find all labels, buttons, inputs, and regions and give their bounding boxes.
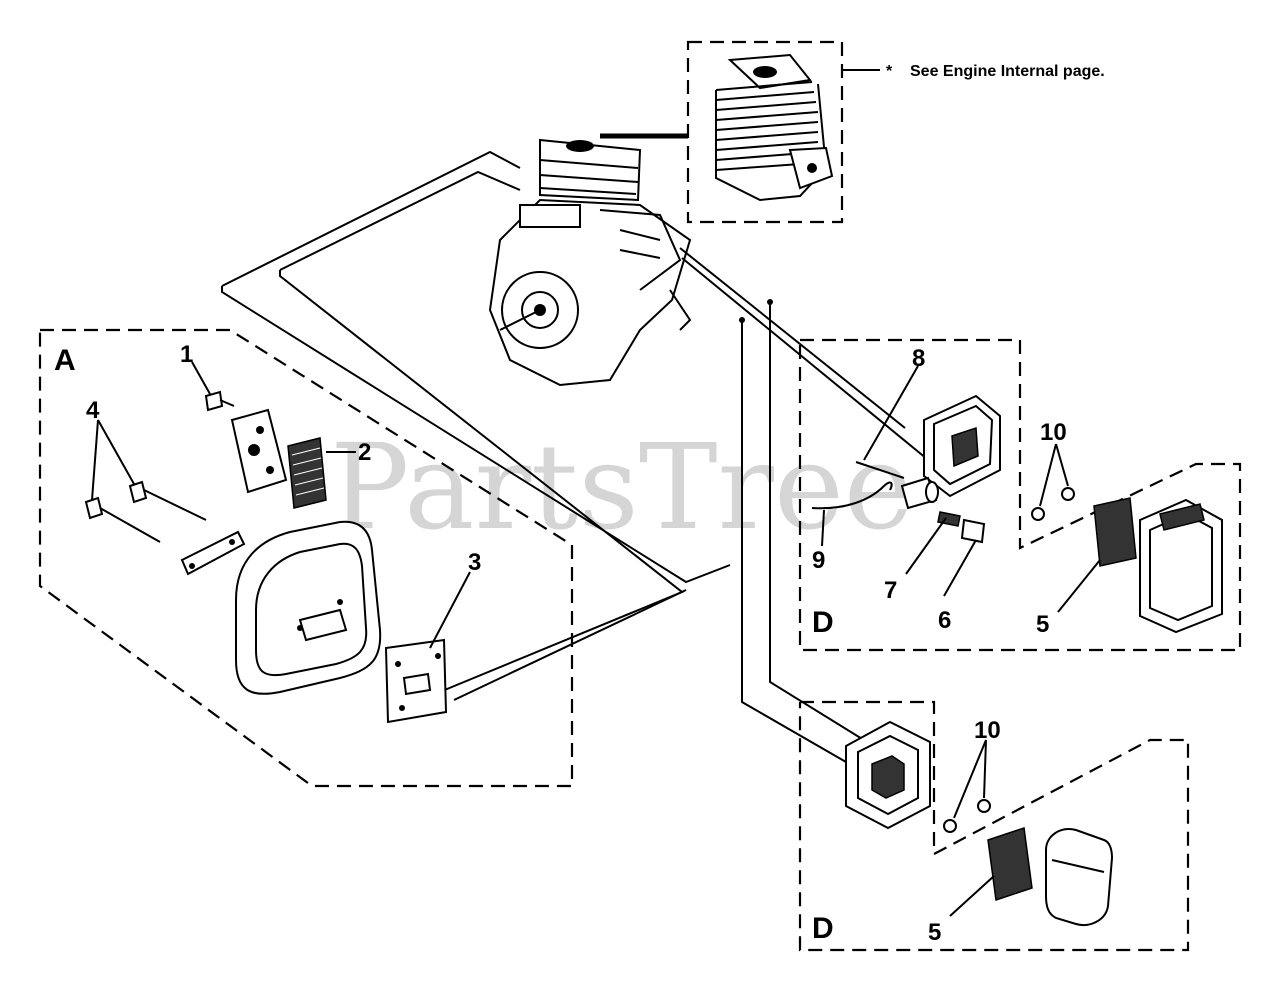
muffler-body [235, 520, 382, 695]
note-asterisk: * [886, 63, 893, 80]
engine-illustration [488, 138, 692, 387]
group-d-lower-label: D [812, 912, 834, 945]
group-a-outline [38, 328, 574, 788]
choke-lever [900, 476, 939, 510]
part-6-knob [960, 518, 986, 544]
callout-9: 9 [812, 547, 825, 574]
callout-4-leader-b [91, 419, 99, 501]
part-9-wire [811, 481, 893, 510]
air-cleaner-cover-upper [1139, 498, 1223, 634]
callout-3: 3 [468, 549, 481, 576]
part-5-filter-upper [1093, 497, 1137, 567]
part-1-screw [204, 390, 235, 412]
watermark-text: PartsTree [330, 418, 914, 556]
part-5-filter-lower [987, 827, 1033, 901]
air-cleaner-base-lower [845, 720, 931, 830]
callout-7-leader [905, 517, 947, 575]
air-cleaner-cover-lower [1045, 828, 1114, 926]
callout-6-leader [943, 539, 977, 597]
routing-lines [221, 150, 961, 777]
callout-10-upper-leader-a [1039, 443, 1057, 507]
callout-8: 8 [912, 345, 925, 372]
callout-8-leader [863, 365, 919, 461]
callout-6: 6 [938, 607, 951, 634]
bracket-plate [230, 408, 288, 494]
part-8-pin [855, 461, 905, 479]
callout-10-upper-leader-b [1055, 443, 1069, 487]
part-4-bolts [84, 480, 207, 543]
engine-internal-box [686, 40, 844, 224]
group-a-label: A [54, 344, 76, 377]
callout-2: 2 [358, 439, 371, 466]
callout-5-upper-leader [1057, 559, 1101, 613]
callout-4: 4 [86, 397, 100, 424]
callout-7: 7 [884, 577, 897, 604]
callout-4-leader-a [97, 419, 135, 485]
callout-10-upper: 10 [1040, 419, 1067, 446]
part-10-nuts-lower [943, 799, 991, 833]
air-cleaner-base-upper [923, 394, 1001, 498]
cylinder-illustration [715, 53, 834, 202]
callout-10-lower: 10 [974, 717, 1001, 744]
callout-1-leader [191, 361, 211, 395]
callout-10-lower-leader-b [983, 739, 987, 799]
mounting-bracket [180, 530, 246, 576]
part-3-gasket [384, 638, 448, 724]
callout-5-lower: 5 [928, 919, 941, 946]
group-d-upper-outline [798, 338, 1242, 652]
part-2-screen [287, 437, 327, 509]
group-d-lower-outline [798, 700, 1190, 952]
callout-10-lower-leader-a [953, 739, 987, 819]
callout-9-leader [821, 509, 825, 547]
callout-5-lower-leader [949, 875, 995, 917]
note-see-engine-internal: See Engine Internal page. [910, 63, 1105, 80]
group-d-upper-label: D [812, 606, 834, 639]
callout-5-upper: 5 [1036, 611, 1049, 638]
callout-1: 1 [180, 341, 193, 368]
part-10-nuts-upper [1031, 487, 1075, 521]
callout-3-leader [429, 571, 471, 649]
